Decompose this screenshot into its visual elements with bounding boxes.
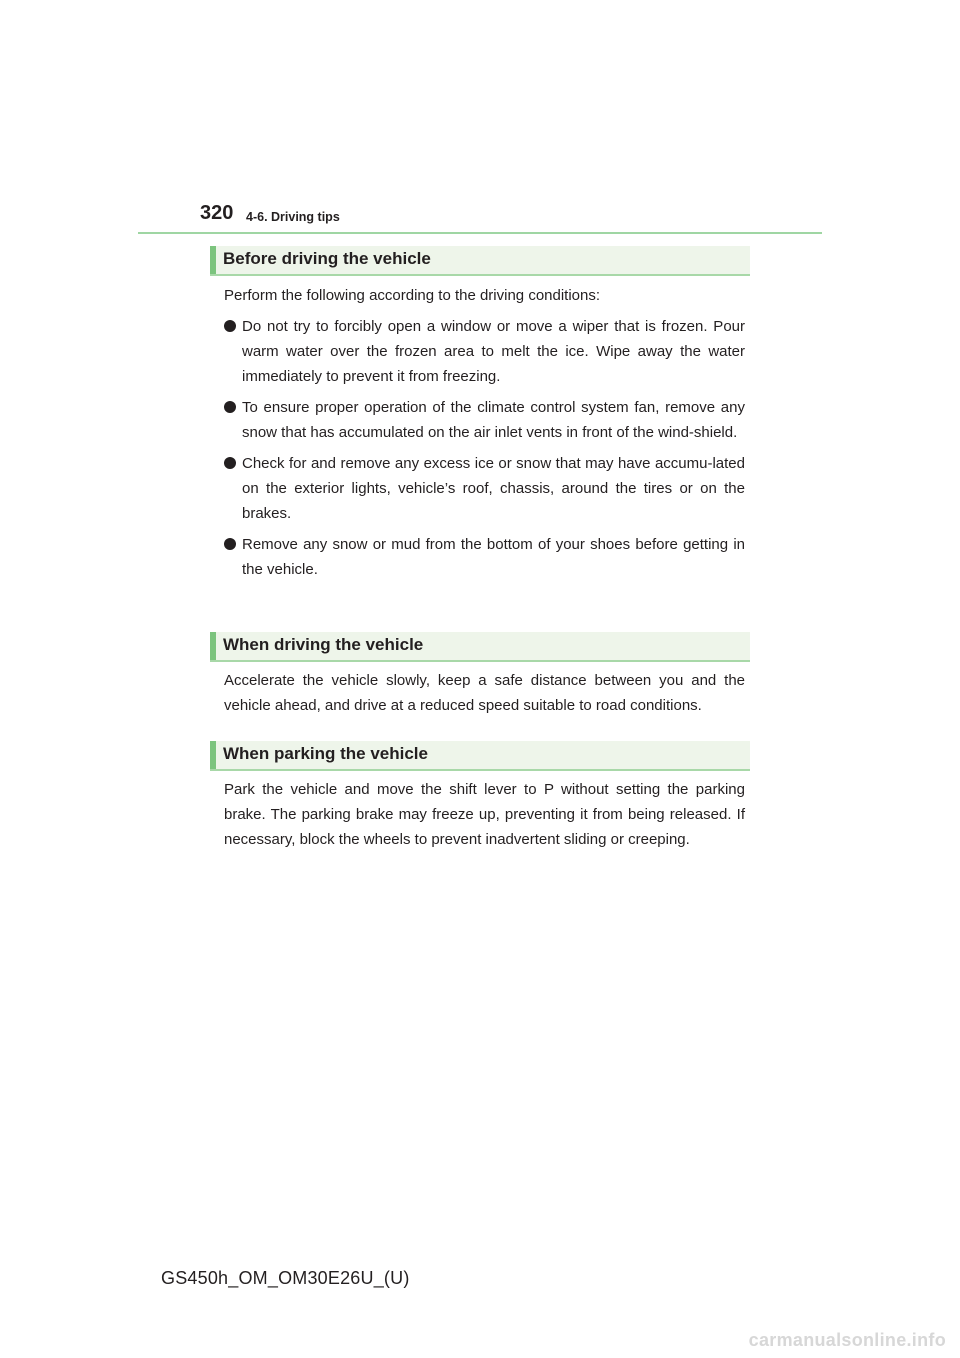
watermark: carmanualsonline.info — [748, 1330, 946, 1350]
list-item-text: To ensure proper operation of the climat… — [242, 399, 745, 441]
list-item: To ensure proper operation of the climat… — [224, 395, 745, 445]
list-item-text: Remove any snow or mud from the bottom o… — [242, 536, 745, 578]
bullet-icon — [224, 457, 236, 469]
footer-document-code: GS450h_OM_OM30E26U_(U) — [161, 1268, 410, 1288]
section-heading-text: When parking the vehicle — [223, 744, 428, 763]
bullet-icon — [224, 401, 236, 413]
section-heading-when-parking: When parking the vehicle — [210, 741, 750, 771]
section-body: Accelerate the vehicle slowly, keep a sa… — [224, 672, 745, 714]
section-heading-text: When driving the vehicle — [223, 635, 424, 654]
chapter-title: 4-6. Driving tips — [246, 210, 340, 224]
list-item-text: Check for and remove any excess ice or s… — [242, 455, 745, 522]
list-item-text: Do not try to forcibly open a window or … — [242, 318, 745, 385]
bullet-icon — [224, 538, 236, 550]
section-body: Park the vehicle and move the shift leve… — [224, 781, 745, 848]
heading-accent-bar — [210, 246, 216, 274]
section-intro: Perform the following according to the d… — [224, 287, 601, 304]
bullet-icon — [224, 320, 236, 332]
page-number: 320 — [200, 202, 234, 224]
list-item: Remove any snow or mud from the bottom o… — [224, 532, 745, 582]
section-heading-when-driving: When driving the vehicle — [210, 632, 750, 662]
heading-accent-bar — [210, 632, 216, 660]
heading-accent-bar — [210, 741, 216, 769]
list-item: Check for and remove any excess ice or s… — [224, 451, 745, 526]
header-divider — [138, 232, 822, 234]
page-header: 320 4-6. Driving tips — [138, 202, 822, 236]
bullet-list: Do not try to forcibly open a window or … — [224, 314, 745, 588]
list-item: Do not try to forcibly open a window or … — [224, 314, 745, 389]
section-heading-before-driving: Before driving the vehicle — [210, 246, 750, 276]
section-heading-text: Before driving the vehicle — [223, 249, 431, 268]
